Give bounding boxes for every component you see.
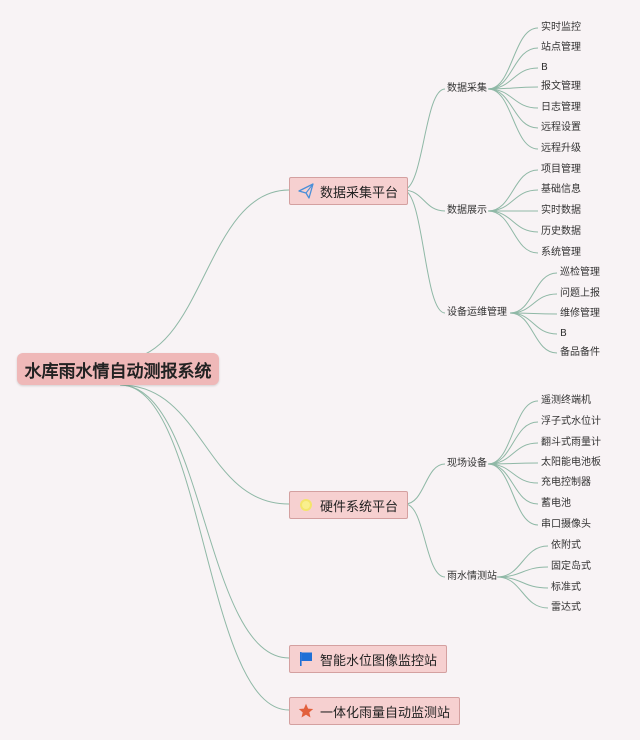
connector-line — [487, 189, 539, 212]
connector-line — [119, 384, 290, 505]
group-node-data-display[interactable]: 数据展示 — [447, 205, 487, 216]
group-node-device-maintenance[interactable]: 设备运维管理 — [447, 307, 507, 318]
connector-line — [487, 47, 539, 90]
leaf-node[interactable]: 远程设置 — [541, 122, 581, 133]
platform-label: 硬件系统平台 — [320, 499, 399, 515]
platform-node-hardware[interactable]: 硬件系统平台 — [289, 491, 409, 519]
connector-line — [487, 463, 539, 505]
connector-line — [487, 88, 539, 150]
platform-label: 数据采集平台 — [320, 185, 399, 201]
leaf-node[interactable]: 维修管理 — [560, 308, 600, 319]
leaf-node[interactable]: 备品备件 — [560, 347, 600, 358]
leaf-node[interactable]: 系统管理 — [541, 247, 581, 258]
blue-flag-icon — [298, 651, 314, 667]
connector-line — [404, 503, 446, 578]
connector-line — [487, 210, 539, 233]
leaf-node[interactable]: 实时数据 — [541, 205, 581, 216]
leaf-node[interactable]: 实时监控 — [541, 22, 581, 33]
leaf-node[interactable]: 项目管理 — [541, 164, 581, 175]
connector-line — [487, 442, 539, 465]
leaf-node[interactable]: 报文管理 — [541, 81, 581, 92]
leaf-node[interactable]: 遥测终端机 — [541, 395, 591, 406]
connector-line — [119, 384, 290, 711]
connector-line — [496, 576, 549, 609]
connector-line — [402, 189, 446, 314]
leaf-node[interactable]: B — [541, 62, 548, 73]
group-node-field-equipment[interactable]: 现场设备 — [447, 458, 487, 469]
connector-line — [119, 384, 290, 659]
connector-line — [509, 312, 558, 335]
star-icon — [298, 703, 314, 719]
connector-line — [487, 400, 539, 465]
leaf-node[interactable]: 远程升级 — [541, 143, 581, 154]
connector-line — [487, 463, 539, 484]
leaf-node[interactable]: 日志管理 — [541, 102, 581, 113]
connector-line — [487, 88, 539, 109]
leaf-node[interactable]: 串口摄像头 — [541, 519, 591, 530]
group-node-rain-water-station[interactable]: 雨水情测站 — [447, 571, 497, 582]
platform-label: 智能水位图像监控站 — [320, 653, 438, 669]
leaf-node[interactable]: 基础信息 — [541, 184, 581, 195]
connector-line — [119, 189, 290, 361]
leaf-node[interactable]: 翻斗式雨量计 — [541, 437, 601, 448]
connector-line — [487, 88, 539, 129]
platform-node-rain-gauge[interactable]: 一体化雨量自动监测站 — [289, 697, 461, 725]
connector-line — [404, 463, 446, 505]
connector-line — [509, 272, 558, 314]
connector-line — [487, 169, 539, 212]
connector-line — [402, 88, 446, 191]
leaf-node[interactable]: 充电控制器 — [541, 477, 591, 488]
leaf-node[interactable]: 蓄电池 — [541, 498, 571, 509]
leaf-node[interactable]: B — [560, 328, 567, 339]
connector-line — [487, 210, 539, 254]
leaf-node[interactable]: 问题上报 — [560, 288, 600, 299]
leaf-node[interactable]: 雷达式 — [551, 602, 581, 613]
leaf-node[interactable]: 依附式 — [551, 540, 581, 551]
leaf-node[interactable]: 固定岛式 — [551, 561, 591, 572]
connector-line — [487, 27, 539, 90]
connector-line — [496, 576, 549, 589]
root-node[interactable]: 水库雨水情自动测报系统 — [17, 353, 219, 385]
leaf-node[interactable]: 太阳能电池板 — [541, 457, 601, 468]
platform-node-data-collection[interactable]: 数据采集平台 — [289, 177, 409, 205]
sun-icon — [298, 497, 314, 513]
platform-node-water-level-camera[interactable]: 智能水位图像监控站 — [289, 645, 448, 673]
leaf-node[interactable]: 站点管理 — [541, 42, 581, 53]
connector-line — [487, 67, 539, 90]
connector-line — [509, 293, 558, 314]
leaf-node[interactable]: 浮子式水位计 — [541, 416, 601, 427]
connector-line — [509, 312, 558, 354]
group-node-data-acquisition[interactable]: 数据采集 — [447, 83, 487, 94]
connector-line — [402, 189, 446, 212]
paper-plane-icon — [298, 183, 314, 199]
connector-line — [487, 421, 539, 465]
leaf-node[interactable]: 历史数据 — [541, 226, 581, 237]
leaf-node[interactable]: 标准式 — [551, 582, 581, 593]
platform-label: 一体化雨量自动监测站 — [320, 705, 451, 721]
leaf-node[interactable]: 巡检管理 — [560, 267, 600, 278]
connector-line — [487, 463, 539, 526]
